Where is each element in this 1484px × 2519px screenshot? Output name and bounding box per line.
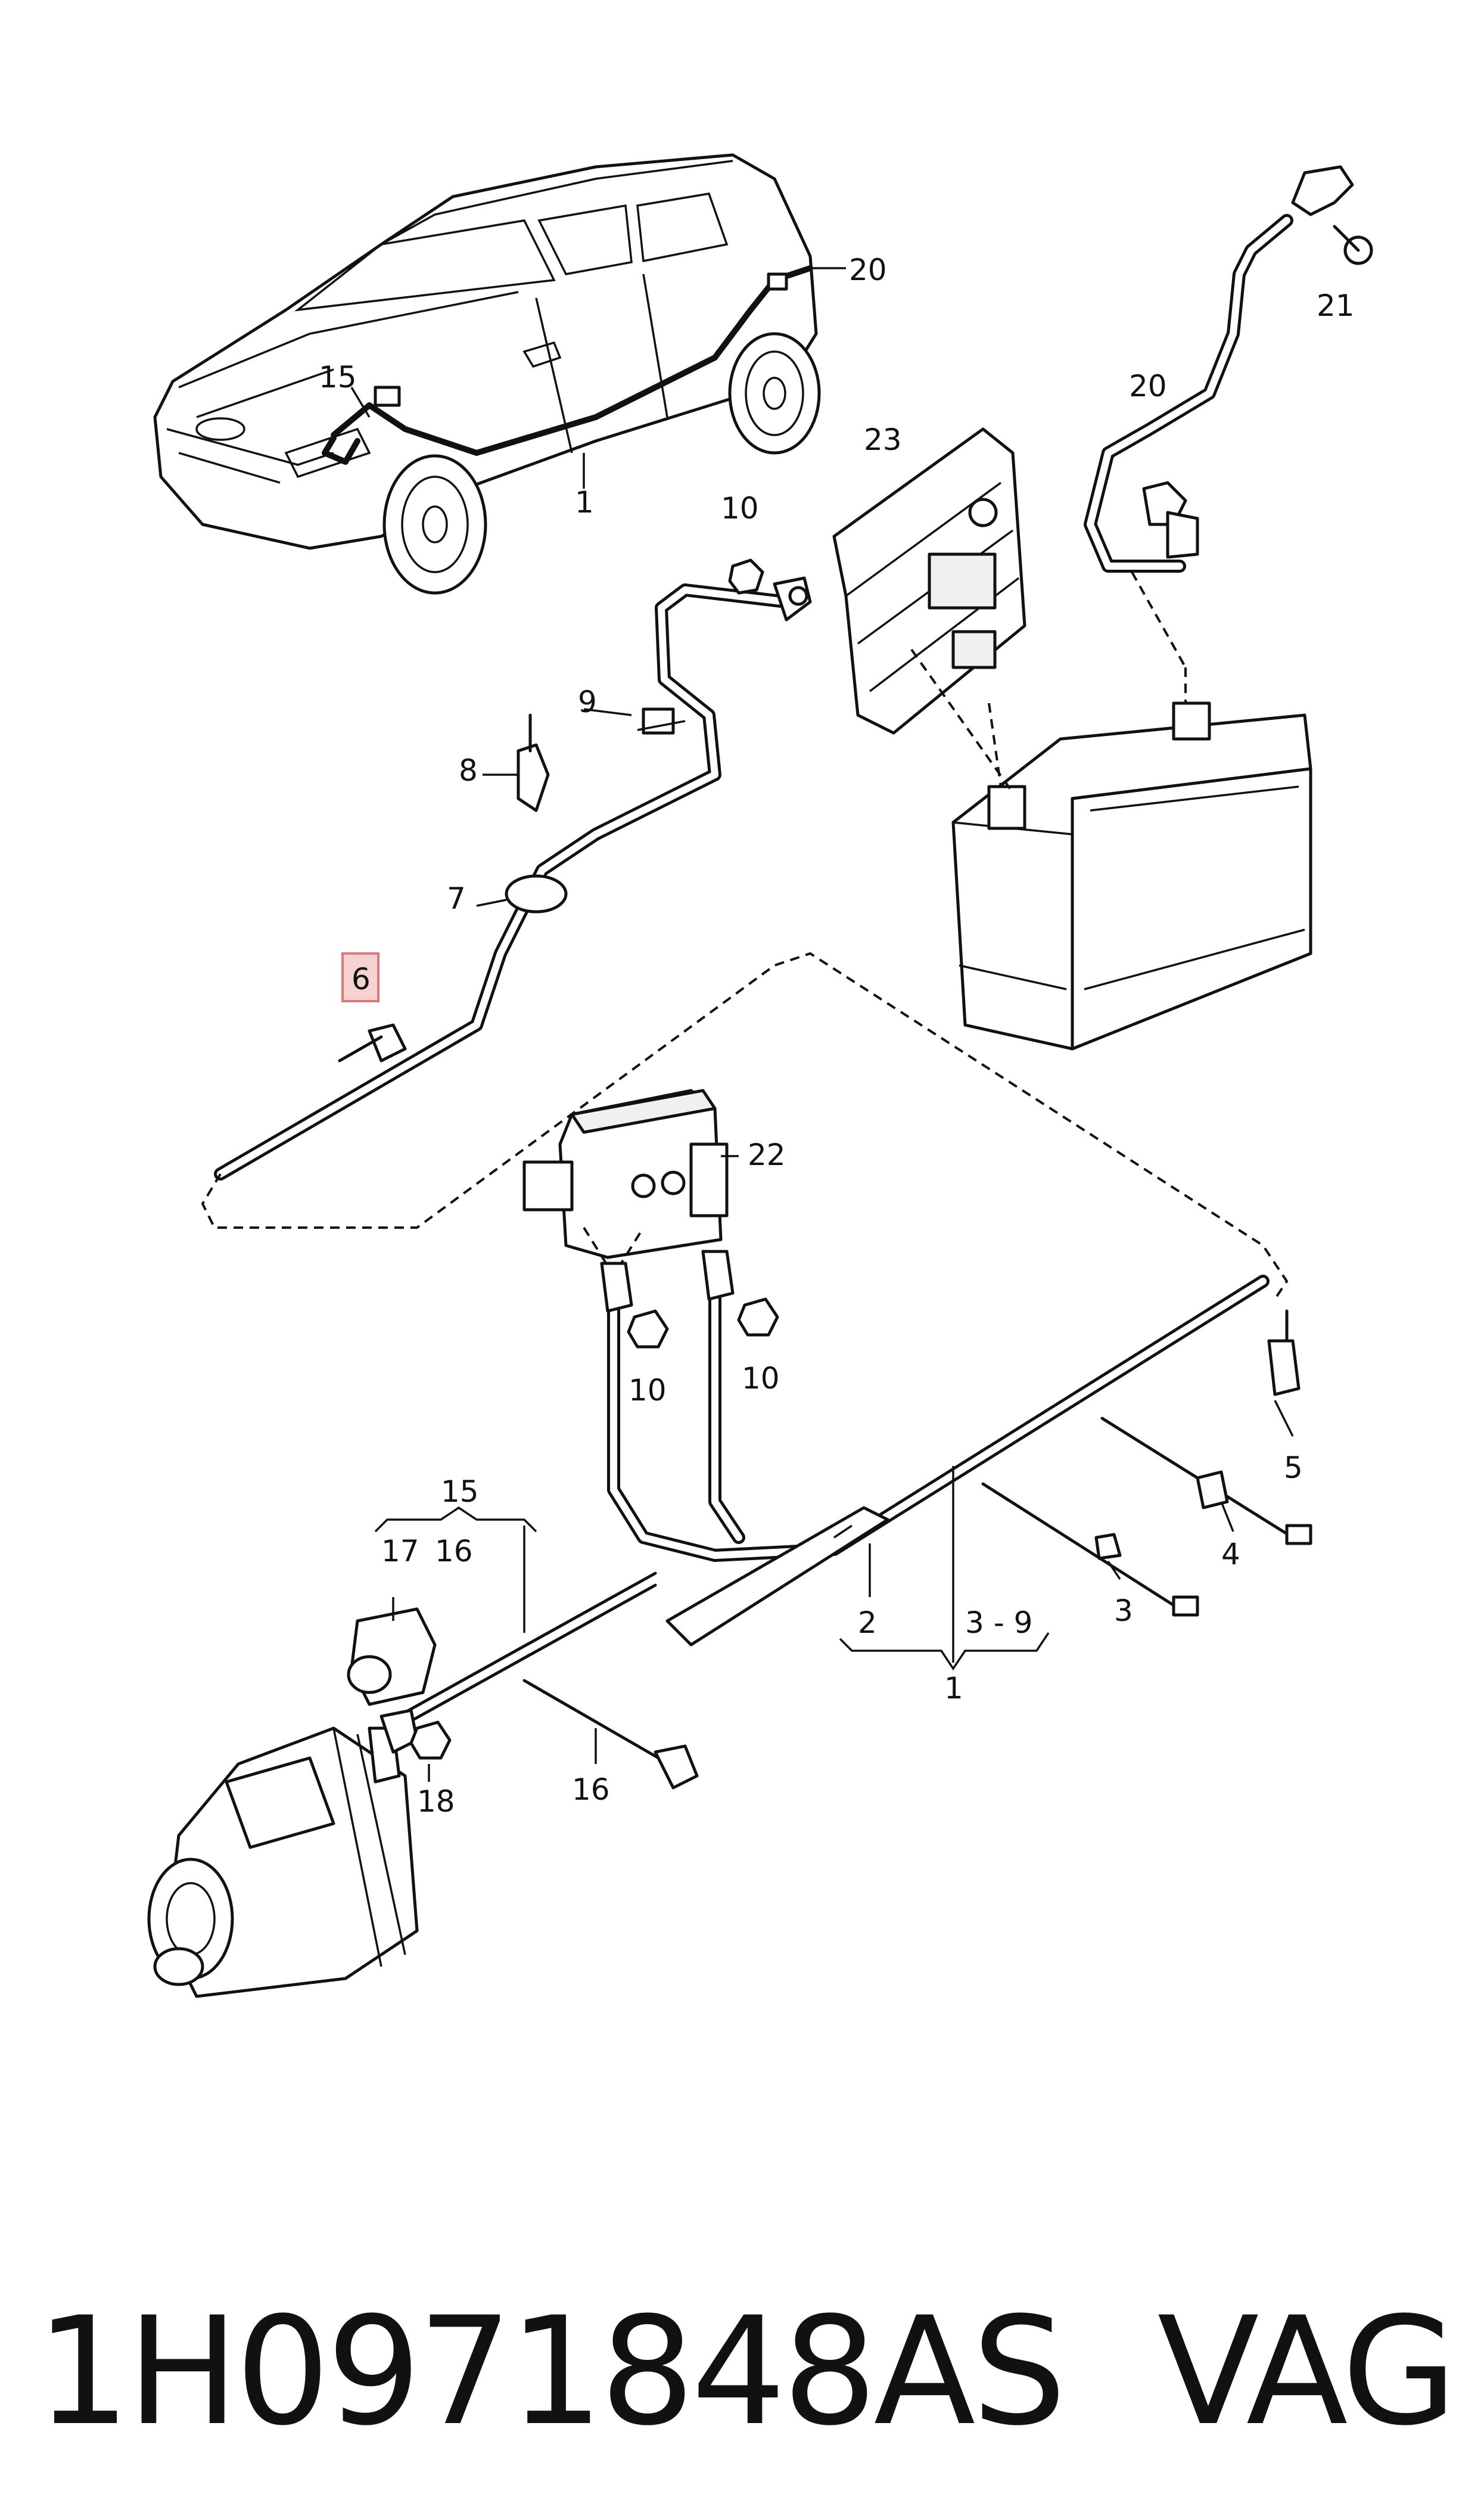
callout-1-bottom: 1 [944, 1671, 963, 1706]
callout-1-car: 1 [575, 485, 594, 520]
callout-2: 2 [858, 1605, 877, 1640]
nut-18 [409, 1720, 452, 1760]
front-wheel [382, 454, 487, 595]
cable-tie-16 [522, 1679, 681, 1772]
callout-3: 3 [1114, 1594, 1133, 1628]
callout-20-car: 20 [849, 253, 887, 287]
battery [951, 701, 1312, 1051]
callout-10-right: 10 [742, 1361, 780, 1396]
ground-cable-assembly [1084, 165, 1373, 573]
callout-15-group: 15 [441, 1474, 479, 1509]
small-parts-right [665, 1309, 1312, 1647]
terminal-cables [600, 1250, 1270, 1562]
callout-8: 8 [459, 753, 478, 788]
callout-20: 20 [1129, 369, 1167, 403]
grommet-7 [505, 874, 568, 914]
nut-10-right [737, 1297, 779, 1337]
callout-15-car: 15 [319, 360, 357, 395]
callout-16: 16 [572, 1772, 610, 1807]
callout-16-group: 16 [435, 1534, 473, 1568]
car-harness-route [331, 265, 813, 456]
callout-23: 23 [864, 423, 902, 457]
callout-9: 9 [578, 685, 597, 719]
vehicle-illustration [153, 153, 821, 595]
fuse-box-22 [522, 1089, 729, 1259]
dashed-assembly-outline [201, 952, 1289, 1300]
bracket-1 [839, 1632, 1050, 1671]
callout-6: 6 [351, 962, 371, 996]
nut-10-left [627, 1309, 669, 1349]
brand-name: VAG [1157, 2285, 1457, 2458]
wiring-harness-diagram: 20 15 1 21 20 23 10 9 8 7 6 22 10 10 5 4… [147, 153, 1373, 1998]
battery-plus-cable [214, 558, 812, 1181]
callout-21: 21 [1317, 288, 1355, 323]
nut-10-top [728, 558, 764, 595]
callout-22: 22 [748, 1138, 786, 1172]
starter-motor [147, 1726, 419, 1998]
highlight-box-6 [341, 952, 379, 1002]
rear-wheel [728, 332, 821, 455]
callout-10-top: 10 [721, 491, 759, 526]
callout-7: 7 [447, 881, 466, 916]
callout-5: 5 [1284, 1450, 1303, 1485]
callout-18: 18 [417, 1784, 455, 1819]
callout-3-9: 3 - 9 [965, 1605, 1032, 1640]
bracket-15 [374, 1506, 537, 1533]
callout-17: 17 [381, 1534, 419, 1568]
part-number-footer: 1H0971848AS VAG [36, 2282, 1457, 2461]
fuse-holder-23 [832, 427, 1026, 735]
callout-4: 4 [1221, 1537, 1240, 1571]
callout-10-left: 10 [629, 1373, 667, 1408]
part-number: 1H0971848AS [36, 2285, 1066, 2458]
